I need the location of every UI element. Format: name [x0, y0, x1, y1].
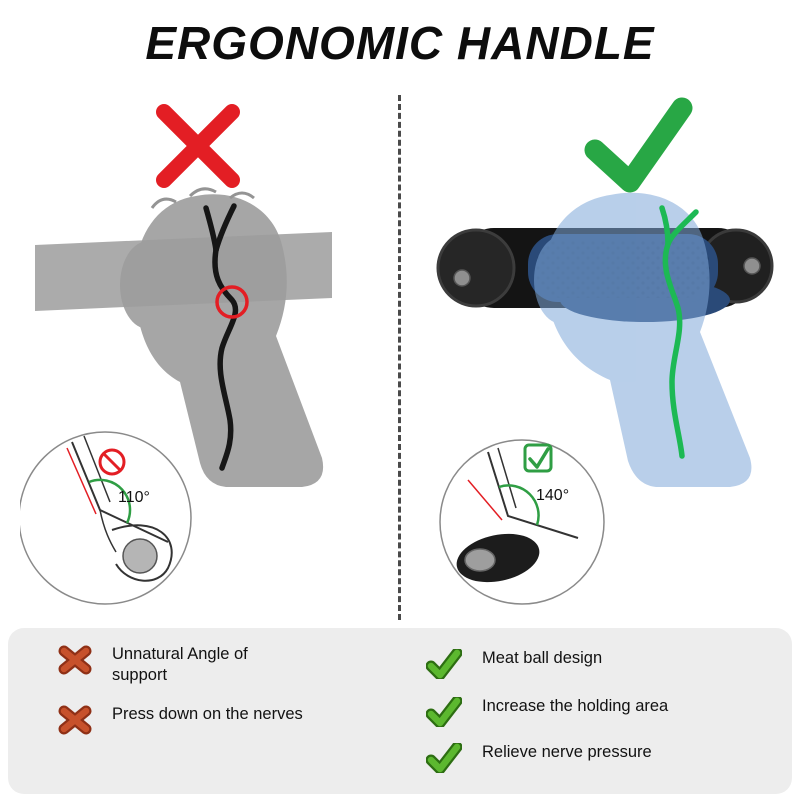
bad-grip-illustration: 110°	[20, 104, 332, 605]
feature-text: Increase the holding area	[482, 697, 669, 715]
feature-text: Meat ball design	[482, 649, 603, 667]
good-grip-illustration: 140°	[436, 97, 774, 605]
relaxed-nerve-line	[659, 205, 699, 459]
feature-item-positive: Increase the holding area	[426, 696, 668, 727]
prohibition-icon	[98, 448, 126, 476]
straight-handlebar	[35, 232, 332, 311]
page-title: ERGONOMIC HANDLE	[145, 17, 655, 69]
cross-bullet-icon	[58, 645, 92, 675]
cross-bullet-icon	[58, 705, 92, 735]
cross-icon	[156, 104, 240, 188]
feature-item-negative: Unnatural Angle of support	[58, 644, 287, 685]
check-bullet-icon	[426, 649, 462, 679]
nerve-pressure-circle	[215, 285, 249, 319]
checkbox-icon	[523, 443, 553, 473]
feature-text: Press down on the nerves	[112, 705, 303, 723]
blue-hand-silhouette	[534, 192, 752, 487]
check-icon	[584, 97, 693, 193]
feature-item-negative: Press down on the nerves	[58, 704, 303, 735]
feature-item-positive: Meat ball design	[426, 648, 602, 679]
angle-detail-good: 140°	[439, 439, 605, 605]
feature-item-positive: Relieve nerve pressure	[426, 742, 652, 773]
feature-text: Unnatural Angle of support	[112, 645, 248, 684]
check-bullet-icon	[426, 743, 462, 773]
check-bullet-icon	[426, 697, 462, 727]
angle-detail-bad: 110°	[20, 431, 192, 605]
dashed-divider	[398, 95, 401, 620]
feature-text: Relieve nerve pressure	[482, 743, 652, 761]
angle-label-good: 140°	[536, 487, 569, 504]
features-panel: Unnatural Angle of support Press down on…	[8, 628, 792, 794]
angle-label-bad: 110°	[118, 489, 150, 506]
